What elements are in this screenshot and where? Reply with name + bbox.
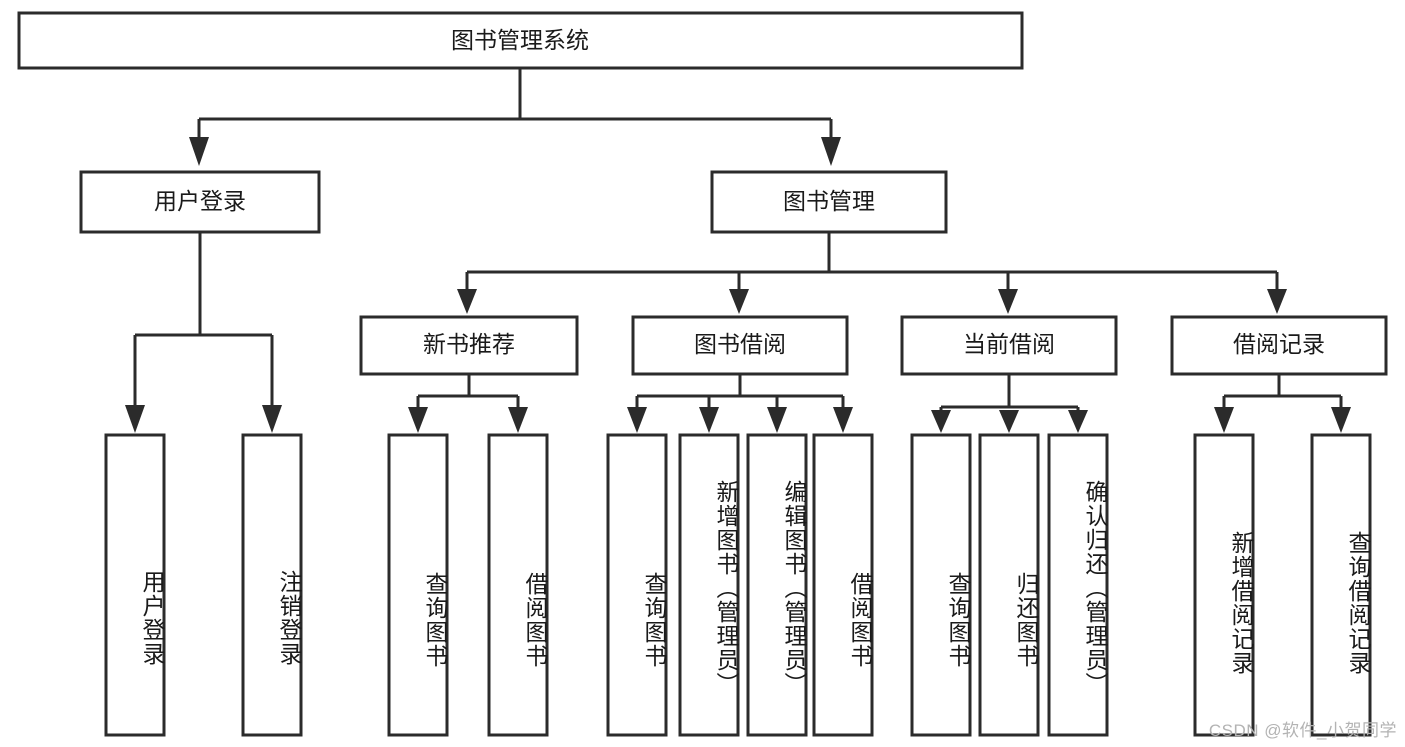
node-new-book-recommend-box[interactable] (359, 315, 579, 376)
connector-root-to-level2 (189, 68, 841, 166)
arrow-head-leaf-query-book-2 (627, 407, 647, 433)
leaf-box-query-record[interactable] (1310, 433, 1372, 737)
arrow-head-leaf-logout (262, 405, 282, 433)
node-current-borrow-box[interactable] (900, 315, 1118, 376)
connector-book-borrow-to-leaves (627, 374, 853, 433)
node-root[interactable]: 图书管理系统 (17, 11, 1024, 70)
leaf-box-return-book[interactable] (978, 433, 1040, 737)
node-root-label: 图书管理系统 (451, 27, 589, 53)
leaf-box-add-record[interactable] (1193, 433, 1255, 737)
arrow-head-leaf-borrow-book-1 (508, 407, 528, 433)
arrow-head-leaf-user-login (125, 405, 145, 433)
leaf-box-borrow-book-1[interactable] (487, 433, 549, 737)
node-user-login-label: 用户登录 (154, 188, 246, 214)
leaf-box-add-book[interactable] (678, 433, 740, 737)
arrow-head-leaf-return-book (999, 410, 1019, 433)
connector-book-manage-to-level3 (457, 232, 1287, 314)
node-book-borrow-label: 图书借阅 (694, 331, 786, 357)
leaf-box-confirm-return[interactable] (1047, 433, 1109, 737)
node-book-borrow[interactable]: 图书借阅 (631, 315, 849, 376)
arrow-head-leaf-query-book-3 (931, 410, 951, 433)
node-borrow-record[interactable]: 借阅记录 (1170, 315, 1388, 376)
node-user-login[interactable]: 用户登录 (79, 170, 321, 234)
leaf-box-borrow-book-2[interactable] (812, 433, 874, 737)
node-new-book-recommend-label: 新书推荐 (423, 331, 515, 357)
arrow-head-to-user-login (189, 137, 209, 166)
leaf-box-query-book-3[interactable] (910, 433, 972, 737)
leaf-box-query-book-2[interactable] (606, 433, 668, 737)
arrow-head-leaf-query-book-1 (408, 407, 428, 433)
arrow-head-to-book-borrow (729, 289, 749, 314)
leaf-box-edit-book[interactable] (746, 433, 808, 737)
arrow-head-leaf-query-record (1331, 407, 1351, 433)
arrow-head-leaf-borrow-book-2 (833, 407, 853, 433)
node-book-manage-box[interactable] (710, 170, 948, 234)
arrow-head-leaf-edit-book (767, 407, 787, 433)
arrow-head-leaf-confirm-return (1068, 410, 1088, 433)
arrow-head-leaf-add-book (699, 407, 719, 433)
arrow-head-leaf-add-record (1214, 407, 1234, 433)
watermark-text: CSDN @软件_小贺同学 (1208, 721, 1397, 740)
node-current-borrow[interactable]: 当前借阅 (900, 315, 1118, 376)
node-book-manage-label: 图书管理 (783, 188, 875, 214)
node-new-book-recommend[interactable]: 新书推荐 (359, 315, 579, 376)
node-root-box[interactable] (17, 11, 1024, 70)
arrow-head-to-borrow-record (1267, 289, 1287, 314)
connector-current-borrow-to-leaves (931, 374, 1088, 433)
node-book-borrow-box[interactable] (631, 315, 849, 376)
node-borrow-record-label: 借阅记录 (1233, 331, 1325, 357)
node-borrow-record-box[interactable] (1170, 315, 1388, 376)
node-current-borrow-label: 当前借阅 (963, 331, 1055, 357)
arrow-head-to-book-manage (821, 137, 841, 166)
node-book-manage[interactable]: 图书管理 (710, 170, 948, 234)
arrow-head-to-current-borrow (998, 289, 1018, 314)
connector-user-login-to-leaves (125, 232, 282, 433)
arrow-head-to-new-book-recommend (457, 289, 477, 314)
leaf-box-logout[interactable] (241, 433, 303, 737)
connector-borrow-record-to-leaves (1214, 374, 1351, 433)
leaf-box-user-login[interactable] (104, 433, 166, 737)
connector-new-book-recommend-to-leaves (408, 374, 528, 433)
leaf-box-query-book-1[interactable] (387, 433, 449, 737)
